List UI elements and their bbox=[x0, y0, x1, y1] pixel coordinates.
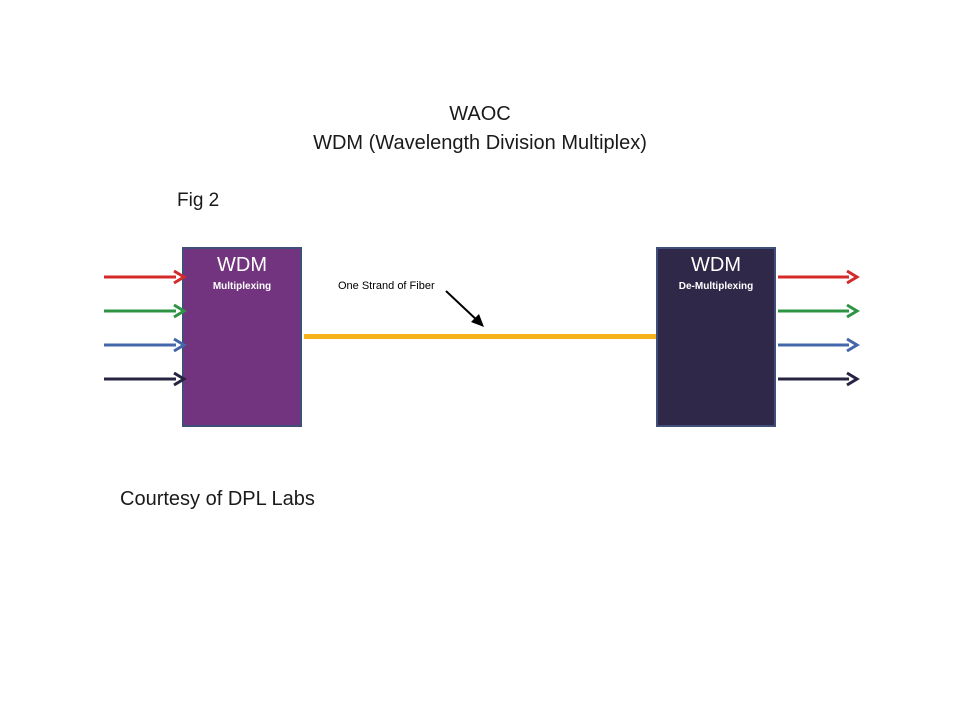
output-arrows bbox=[778, 269, 860, 387]
figure-label: Fig 2 bbox=[177, 190, 220, 211]
demux-subtitle: De-Multiplexing bbox=[678, 281, 754, 292]
wdm-multiplexer-box: WDM Multiplexing bbox=[182, 247, 302, 427]
fiber-strand-line bbox=[304, 334, 656, 339]
output-channel-arrow bbox=[778, 371, 860, 387]
mux-title: WDM bbox=[217, 254, 267, 276]
input-arrows bbox=[104, 269, 187, 387]
diagram-subtitle: WDM (Wavelength Division Multiplex) bbox=[313, 132, 647, 154]
input-channel-arrow bbox=[104, 269, 187, 285]
input-channel-arrow bbox=[104, 303, 187, 319]
output-channel-arrow bbox=[778, 303, 860, 319]
diagram-title: WAOC bbox=[449, 103, 511, 125]
wdm-demultiplexer-box: WDM De-Multiplexing bbox=[656, 247, 776, 427]
output-channel-arrow bbox=[778, 269, 860, 285]
input-channel-arrow bbox=[104, 337, 187, 353]
fiber-pointer-arrow bbox=[445, 290, 484, 327]
demux-title: WDM bbox=[691, 254, 741, 276]
credit-text: Courtesy of DPL Labs bbox=[120, 488, 315, 510]
fiber-label: One Strand of Fiber bbox=[338, 280, 435, 292]
mux-subtitle: Multiplexing bbox=[212, 281, 272, 292]
output-channel-arrow bbox=[778, 337, 860, 353]
input-channel-arrow bbox=[104, 371, 187, 387]
